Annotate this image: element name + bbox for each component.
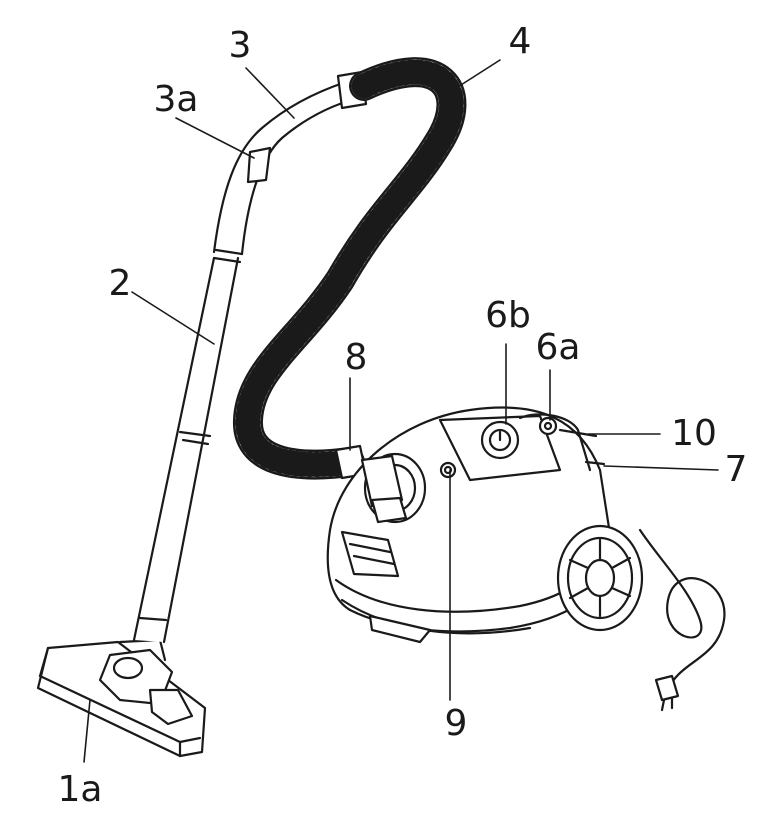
label-4: 4 [508,21,532,62]
label-3a: 3a [153,79,199,120]
rear-wheel [556,524,644,632]
label-2: 2 [108,263,132,304]
handle-wand [212,70,368,256]
label-1a: 1a [57,769,103,810]
label-7: 7 [724,449,748,490]
label-3: 3 [228,25,252,66]
label-9: 9 [444,703,468,744]
label-8: 8 [344,337,368,378]
hose-inlet [360,452,427,524]
label-10: 10 [671,413,717,454]
label-6a: 6a [535,327,581,368]
floor-nozzle [36,638,207,758]
label-6b: 6b [485,295,531,336]
controls [480,416,558,460]
leader-lines [83,59,719,763]
power-cord [638,528,726,712]
telescopic-tube [132,248,244,644]
